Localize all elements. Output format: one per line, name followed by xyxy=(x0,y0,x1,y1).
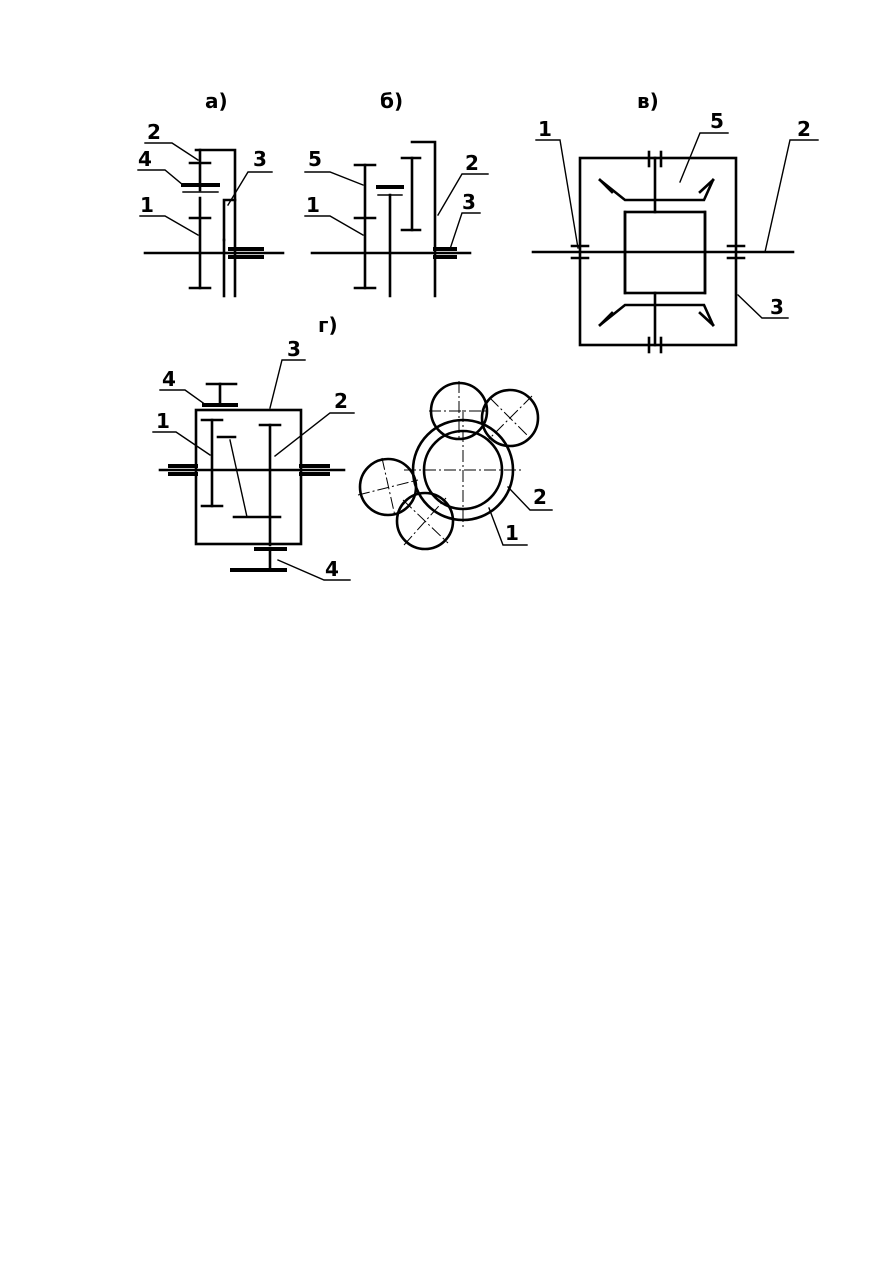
label-4-bottom: 4 xyxy=(325,557,339,581)
housing xyxy=(578,156,738,347)
label-view-2: 2 xyxy=(533,485,547,509)
label-2: 2 xyxy=(334,389,348,413)
satellite-bottom-left xyxy=(395,491,455,551)
bevel-bottom xyxy=(598,303,715,327)
label-view-1: 1 xyxy=(505,521,519,545)
satellite-left xyxy=(357,457,419,517)
scheme-b-caption: б) xyxy=(380,89,403,113)
label-4: 4 xyxy=(138,147,152,171)
leader-2 xyxy=(274,412,355,457)
leader-3 xyxy=(227,171,273,206)
leader-view-1 xyxy=(488,507,528,546)
leader-2 xyxy=(437,173,489,216)
label-4-top: 4 xyxy=(162,367,176,391)
leader-1 xyxy=(152,431,211,456)
label-3: 3 xyxy=(770,295,784,319)
leader-2 xyxy=(144,142,199,161)
scheme-a-caption: а) xyxy=(205,89,228,113)
label-1: 1 xyxy=(306,193,320,217)
leader-3 xyxy=(737,294,789,319)
label-1: 1 xyxy=(140,193,154,217)
label-5: 5 xyxy=(710,109,724,133)
scheme-g: г) 3 4 2 1 4 xyxy=(152,313,553,581)
scheme-v-caption: в) xyxy=(637,89,659,113)
label-5: 5 xyxy=(308,147,322,171)
leader-view-2 xyxy=(507,486,553,511)
sun-gear-1 xyxy=(422,429,504,511)
scheme-a: а) 2 4 3 1 xyxy=(137,89,285,298)
scheme-g-front-view: 2 1 xyxy=(357,381,553,551)
label-2: 2 xyxy=(465,151,479,175)
leader-3 xyxy=(269,359,306,409)
scheme-v: в) 1 5 2 3 xyxy=(531,89,819,354)
leader-5 xyxy=(304,171,364,186)
carrier-3 xyxy=(194,408,303,546)
label-2: 2 xyxy=(797,117,811,141)
leader-4-bottom xyxy=(277,559,351,581)
carrier xyxy=(410,140,437,298)
label-1: 1 xyxy=(538,117,552,141)
leader-1 xyxy=(139,215,199,236)
leader-3 xyxy=(449,212,481,250)
leader-2 xyxy=(764,139,819,253)
leader-1 xyxy=(304,215,364,236)
ring-gear-2 xyxy=(411,418,515,522)
scheme-g-caption: г) xyxy=(318,313,338,337)
satellite-top xyxy=(429,381,489,441)
leader-1 xyxy=(535,139,579,249)
leader-5 xyxy=(679,132,729,183)
leader-4-top xyxy=(159,389,207,406)
label-3: 3 xyxy=(253,147,267,171)
leader-4 xyxy=(137,169,184,186)
label-3: 3 xyxy=(287,337,301,361)
scheme-b: б) 5 2 1 3 xyxy=(304,89,489,298)
satellite-top-right xyxy=(480,388,540,448)
bevel-top xyxy=(598,178,715,202)
label-2: 2 xyxy=(147,120,161,144)
label-1: 1 xyxy=(156,409,170,433)
label-3: 3 xyxy=(462,190,476,214)
